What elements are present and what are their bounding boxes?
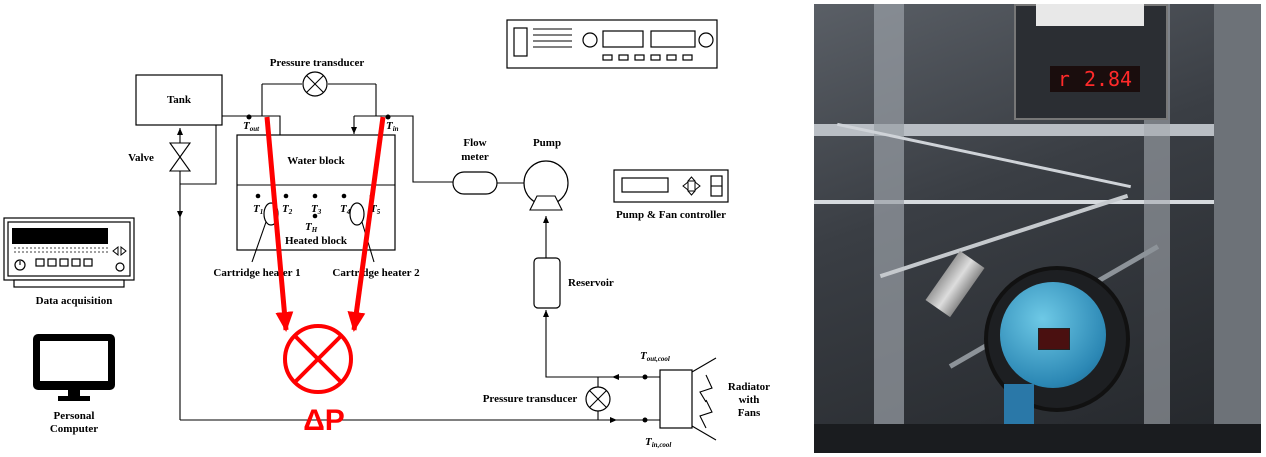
radiator-label-2: with — [739, 394, 760, 406]
t-in-sensor-dot — [385, 114, 391, 120]
valve-label: Valve — [128, 152, 154, 164]
t-out-label: Tout — [243, 120, 260, 133]
t5-label: T5 — [370, 203, 381, 216]
flow-meter-label-1: Flow — [463, 137, 486, 149]
t-out-cool-label: Tout,cool — [640, 350, 670, 363]
t-in-cool-label: Tin,cool — [645, 436, 671, 449]
cartridge-heater-1-label: Cartridge heater 1 — [213, 267, 300, 279]
t-out-sensor-dot — [246, 114, 252, 120]
th-label: TH — [305, 221, 318, 234]
pump-fan-controller-label: Pump & Fan controller — [616, 209, 726, 221]
t3-label: T3 — [311, 203, 322, 216]
heated-block-label: Heated block — [285, 235, 348, 247]
pump-fan-controller-icon — [613, 169, 729, 203]
personal-computer-icon — [33, 334, 115, 401]
pressure-transducer-bottom-label: Pressure transducer — [483, 393, 578, 405]
t-out-cool-sensor-dot — [642, 374, 648, 380]
pressure-transducer-bottom — [585, 377, 611, 420]
pressure-transducer-top-label: Pressure transducer — [270, 57, 365, 69]
personal-computer-label-2: Computer — [50, 423, 98, 435]
tank-label: Tank — [167, 94, 192, 106]
t4-label: T4 — [340, 203, 351, 216]
t-in-cool-sensor-dot — [642, 417, 648, 423]
setup-photo: r 2.84 — [814, 4, 1261, 453]
radiator-fans-symbol — [691, 357, 717, 441]
t1-label: T1 — [253, 203, 263, 216]
data-acquisition-icon — [3, 217, 135, 288]
panel-meter-prefix: r — [1057, 67, 1070, 91]
cartridge-heater-2-label: Cartridge heater 2 — [332, 267, 420, 279]
flow-meter-label-2: meter — [461, 151, 489, 163]
t-in-label: Tin — [386, 120, 399, 133]
pressure-transducer-top — [261, 71, 377, 116]
valve-symbol — [168, 142, 192, 172]
power-supply-icon — [506, 19, 718, 69]
cartridge-heater-2-symbol — [349, 202, 365, 226]
personal-computer-label-1: Personal — [54, 410, 95, 422]
panel-meter-display: r 2.84 — [1050, 66, 1140, 92]
experimental-setup-schematic: Pressure transducer Tank Valve Water blo… — [3, 19, 770, 449]
flow-meter-symbol — [452, 171, 498, 195]
water-block-label: Water block — [287, 155, 345, 167]
tank-box — [135, 74, 223, 126]
t2-label: T2 — [282, 203, 293, 216]
panel-meter-value: 2.84 — [1083, 67, 1133, 91]
data-acquisition-label: Data acquisition — [36, 295, 113, 307]
reservoir-symbol — [533, 257, 561, 309]
pump-label: Pump — [533, 137, 561, 149]
reservoir-label: Reservoir — [568, 277, 614, 289]
radiator-symbol — [659, 369, 693, 429]
radiator-label-3: Fans — [738, 407, 761, 419]
delta-p-label: ΔP — [303, 404, 345, 437]
radiator-label-1: Radiator — [728, 381, 770, 393]
delta-p-highlight — [264, 116, 386, 394]
